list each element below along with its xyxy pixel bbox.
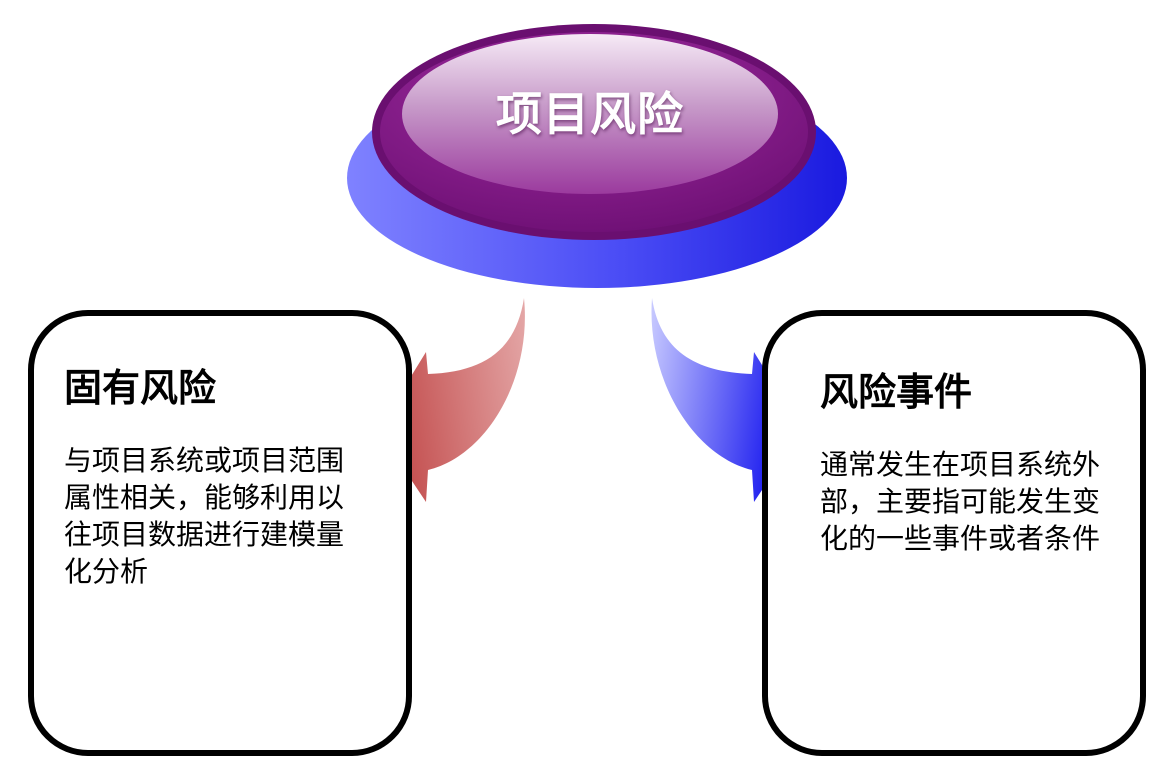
purple-highlight (402, 34, 778, 194)
center-title: 项目风险 (496, 87, 684, 141)
risk-event-description: 通常发生在项目系统外部，主要指可能发生变化的一些事件或者条件 (820, 448, 1101, 555)
risk-event-title: 风险事件 (820, 370, 973, 414)
inherent-risk-description: 与项目系统或项目范围属性相关，能够利用以往项目数据进行建模量化分析 (64, 444, 345, 588)
risk-event-card: 风险事件 通常发生在项目系统外部，主要指可能发生变化的一些事件或者条件 (762, 310, 1146, 756)
inherent-risk-card: 固有风险 与项目系统或项目范围属性相关，能够利用以往项目数据进行建模量化分析 (28, 310, 412, 756)
inherent-risk-title: 固有风险 (64, 366, 217, 410)
arrow-to-inherent-risk (378, 298, 525, 502)
